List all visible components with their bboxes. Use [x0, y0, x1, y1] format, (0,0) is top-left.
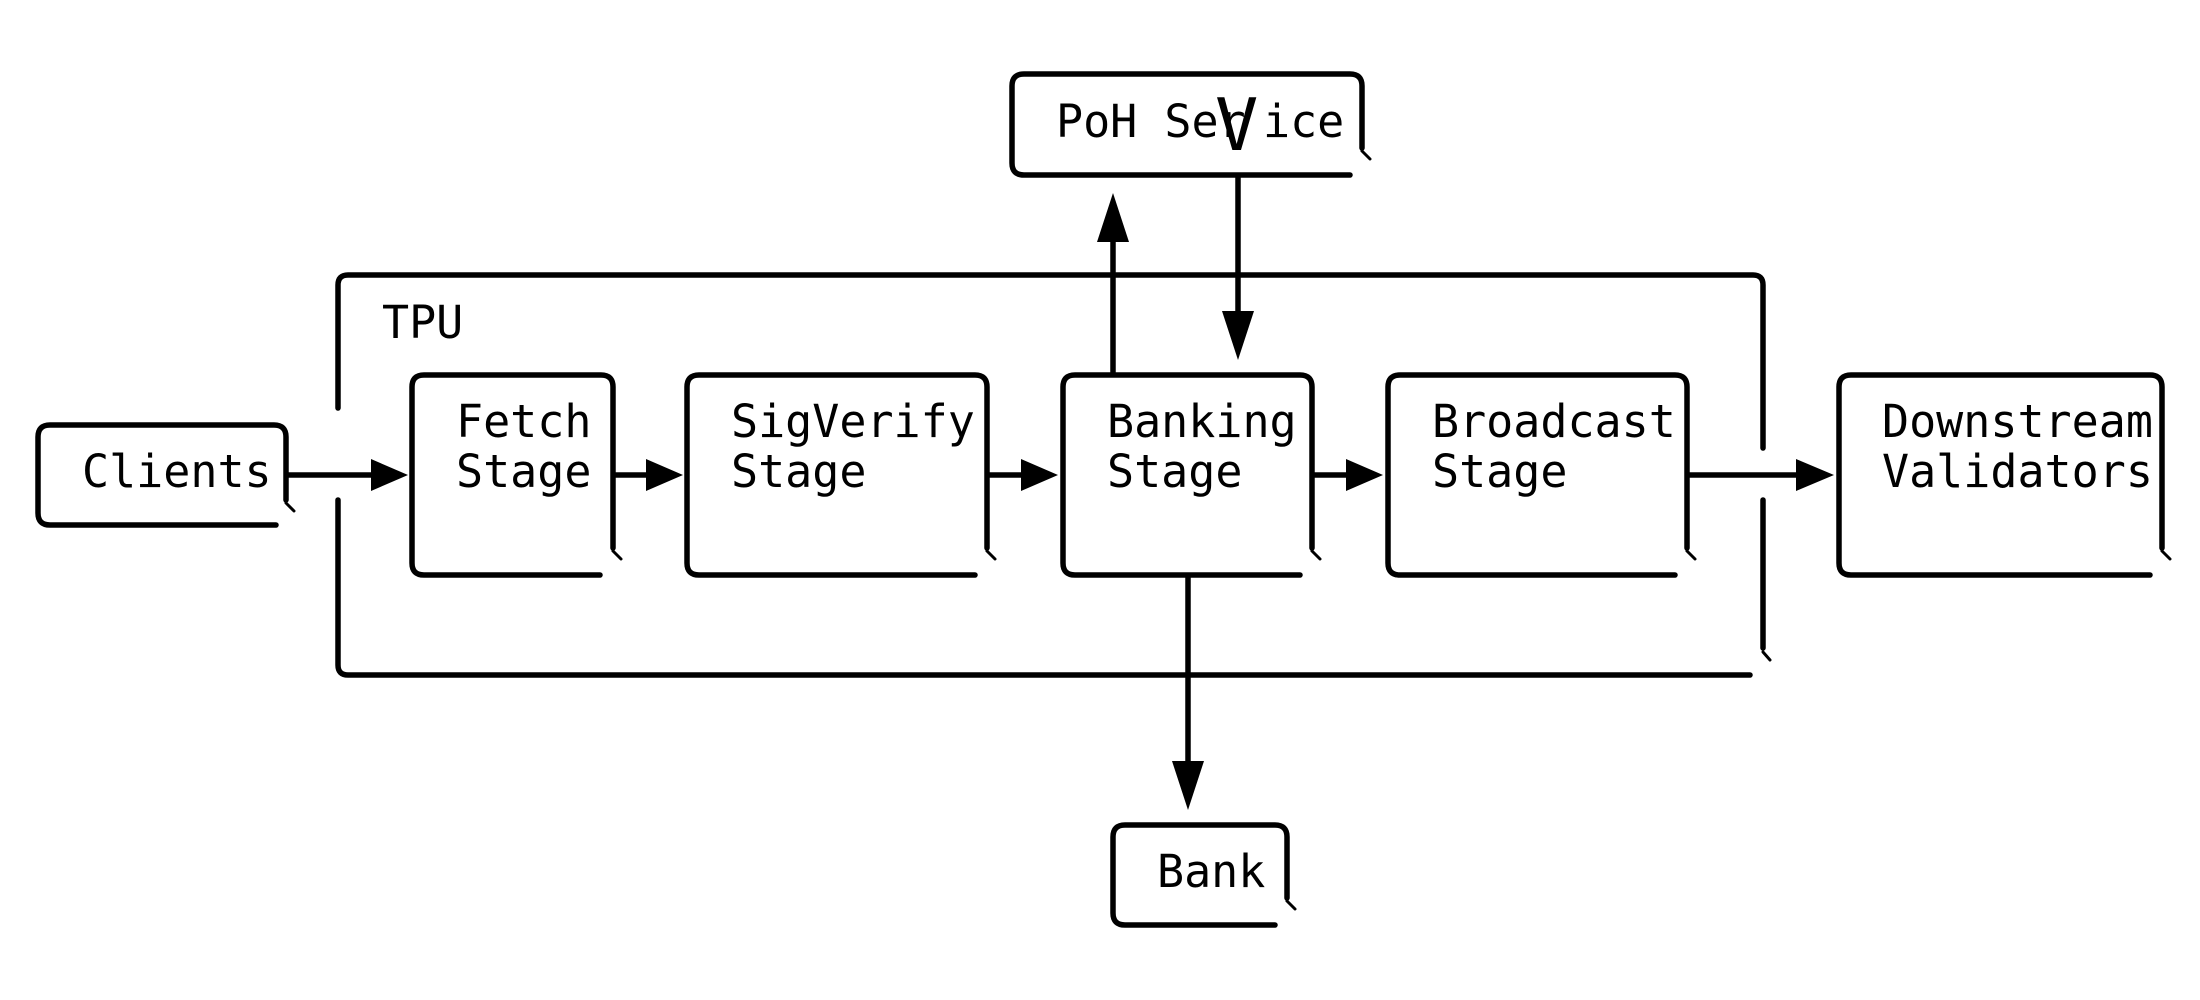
poh-service-label-left: PoH Ser — [1056, 95, 1246, 148]
tpu-label: TPU — [382, 296, 463, 349]
svg-text:Fetch Stage: Fetch Stage — [456, 395, 619, 498]
svg-text:Bank: Bank — [1157, 845, 1265, 898]
banking-to-broadcast-arrow — [1312, 459, 1383, 491]
broadcast-stage-line-1: Broadcast — [1432, 395, 1676, 448]
bank-node: Bank — [1110, 822, 1297, 928]
sigverify-stage-line-1: SigVerify — [731, 395, 975, 448]
fetch-stage-line-1: Fetch — [456, 395, 591, 448]
downstream-validators-line-1: Downstream — [1882, 395, 2153, 448]
tpu-container: TPU — [335, 272, 1772, 678]
fetch-to-sigverify-arrow — [613, 459, 683, 491]
svg-text:Broadcast Stage: Broadcast Stage — [1432, 395, 1703, 498]
svg-text:Clients: Clients — [82, 445, 272, 498]
banking-stage-node: Banking Stage — [1060, 372, 1324, 578]
banking-to-bank-arrow — [1172, 575, 1204, 810]
fetch-stage-node: Fetch Stage — [409, 372, 623, 578]
svg-text:SigVerify Stage: SigVerify Stage — [731, 395, 1002, 498]
poh-service-overlay-glyph: V — [1215, 83, 1258, 167]
downstream-validators-line-2: Validators — [1882, 445, 2153, 498]
sigverify-stage-node: SigVerify Stage — [684, 372, 1002, 578]
broadcast-stage-node: Broadcast Stage — [1385, 372, 1703, 578]
svg-text:PoH Ser ice: PoH Ser ice — [1056, 95, 1344, 148]
sigverify-to-banking-arrow — [987, 459, 1058, 491]
banking-stage-line-1: Banking — [1107, 395, 1297, 448]
banking-stage-line-2: Stage — [1107, 445, 1242, 498]
broadcast-to-downstream-arrow — [1687, 459, 1834, 491]
clients-label: Clients — [82, 445, 272, 498]
poh-service-node: PoH Ser ice V — [1009, 71, 1372, 178]
poh-to-banking-arrow — [1222, 175, 1254, 360]
sigverify-stage-line-2: Stage — [731, 445, 866, 498]
clients-to-fetch-arrow — [286, 459, 408, 491]
poh-service-label-right: ice — [1263, 95, 1344, 148]
bank-label: Bank — [1157, 845, 1265, 898]
banking-to-poh-arrow — [1097, 193, 1129, 375]
clients-node: Clients — [35, 422, 296, 528]
fetch-stage-line-2: Stage — [456, 445, 591, 498]
downstream-validators-node: Downstream Validators — [1836, 372, 2180, 578]
svg-text:Downstream Validators: Downstream Validators — [1882, 395, 2180, 498]
broadcast-stage-line-2: Stage — [1432, 445, 1567, 498]
svg-text:Banking Stage: Banking Stage — [1107, 395, 1324, 498]
